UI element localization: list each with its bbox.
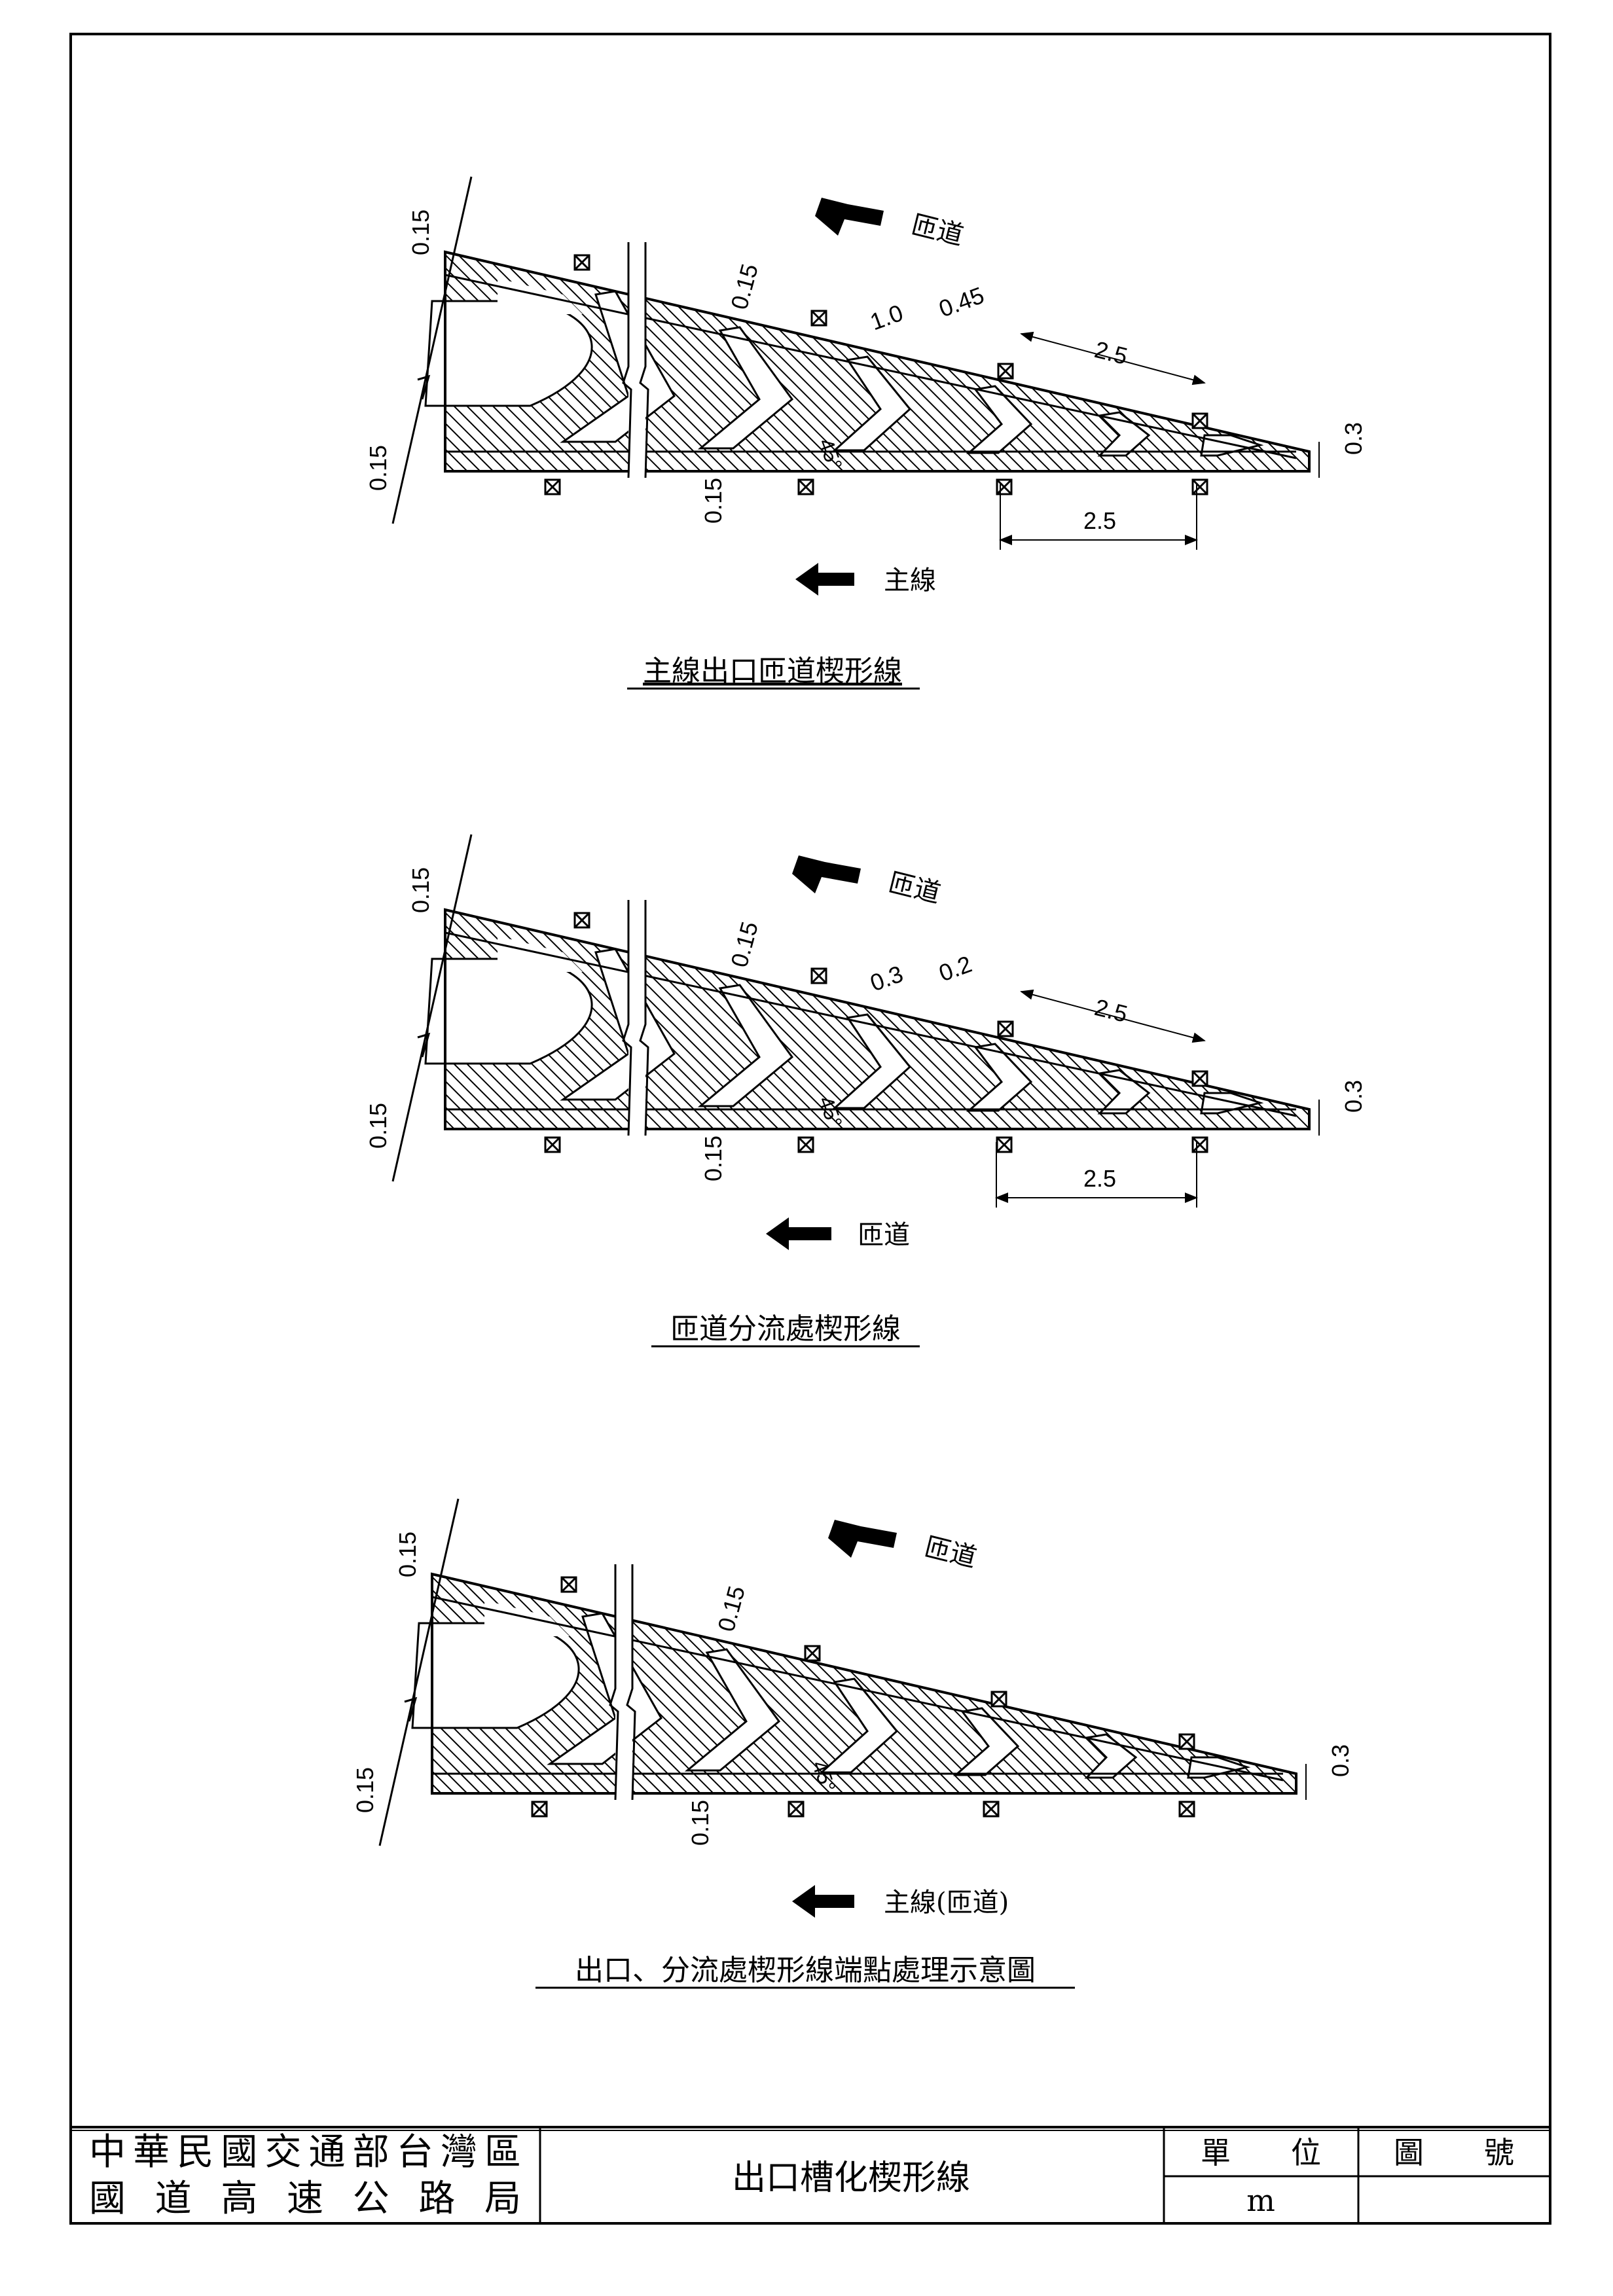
arrow-top-label: 匝道 <box>886 867 944 909</box>
dim-break-bottom: 0.15 <box>687 1800 714 1846</box>
caption-diagram-1: 主線出口匝道楔形線 <box>643 655 902 688</box>
dim-break-top: 0.15 <box>725 919 763 970</box>
dim-top-spacing: 2.5 <box>1092 336 1130 370</box>
dim-bottom-spacing: 2.5 <box>1083 1165 1116 1192</box>
caption-diagram-3: 出口、分流處楔形線端點處理示意圖 <box>575 1954 1036 1987</box>
raised-marker-icon <box>544 254 1208 495</box>
arrow-top-label: 匝道 <box>909 209 967 251</box>
dim-break-top: 0.15 <box>725 261 763 312</box>
caption-diagram-2: 匝道分流處楔形線 <box>670 1312 901 1346</box>
dim-bottom-spacing: 2.5 <box>1083 507 1116 534</box>
arrow-bottom-label: 主線(匝道) <box>884 1888 1009 1918</box>
drawing-title: 出口槽化楔形線 <box>732 2159 970 2198</box>
drawing-number-header: 圖 號 <box>1394 2135 1514 2170</box>
arrow-top-label: 匝道 <box>922 1532 980 1573</box>
dim-bottom-left: 0.15 <box>365 1103 391 1149</box>
dim-break-bottom: 0.15 <box>700 1136 727 1181</box>
raised-marker-icon <box>544 912 1208 1153</box>
dim-nose-width: 0.3 <box>1340 1080 1367 1113</box>
dim-break-top: 0.15 <box>712 1583 750 1634</box>
dim-nose-width: 0.3 <box>1327 1744 1354 1777</box>
agency-name-line2: 國 道 高 速 公 路 局 <box>89 2178 521 2220</box>
agency-name-line1: 中華民國交通部台灣區 <box>89 2131 521 2174</box>
dim-top-left: 0.15 <box>407 209 434 255</box>
mainline-arrow-icon <box>795 563 854 596</box>
dim-stripe-gap: 0.2 <box>935 950 975 987</box>
ramp-arrow-icon <box>792 855 861 893</box>
dim-stripe-width: 0.3 <box>867 960 907 997</box>
sheet-border <box>69 33 1551 2225</box>
arrow-bottom-label: 主線 <box>884 565 936 596</box>
dim-top-left: 0.15 <box>394 1532 421 1577</box>
ramp-arrow-bottom-icon <box>766 1217 831 1250</box>
ramp-arrow-icon <box>828 1520 897 1558</box>
dim-stripe-width: 1.0 <box>867 299 907 336</box>
diagram-ramp-diverge: 0.3 0.15 0.15 0.15 0.15 0.3 0.2 45° 2.5 … <box>365 833 1367 1250</box>
dim-stripe-gap: 0.45 <box>935 281 988 322</box>
dim-nose-width: 0.3 <box>1340 422 1367 455</box>
dim-bottom-left: 0.15 <box>352 1767 378 1813</box>
dim-top-spacing: 2.5 <box>1092 994 1130 1028</box>
mainline-arrow-icon <box>792 1885 854 1918</box>
title-block: 中華民國交通部台灣區 國 道 高 速 公 路 局 出口槽化楔形線 單 位 m 圖… <box>71 2126 1550 2223</box>
diagram-endpoint-treatment: 0.3 0.15 0.15 0.15 0.15 45° 匝道 主線(匝道) <box>352 1498 1354 1918</box>
unit-value: m <box>1246 2183 1275 2218</box>
dim-bottom-left: 0.15 <box>365 445 391 491</box>
arrow-bottom-label: 匝道 <box>858 1220 910 1250</box>
dim-top-left: 0.15 <box>407 867 434 913</box>
dim-break-bottom: 0.15 <box>700 478 727 524</box>
ramp-arrow-icon <box>815 198 884 236</box>
raised-marker-icon <box>531 1576 1195 1818</box>
unit-header: 單 位 <box>1201 2135 1321 2170</box>
diagram-main-exit: 0.3 0.15 0.15 0.15 0.15 1.0 0.45 45° 2.5… <box>365 175 1367 596</box>
